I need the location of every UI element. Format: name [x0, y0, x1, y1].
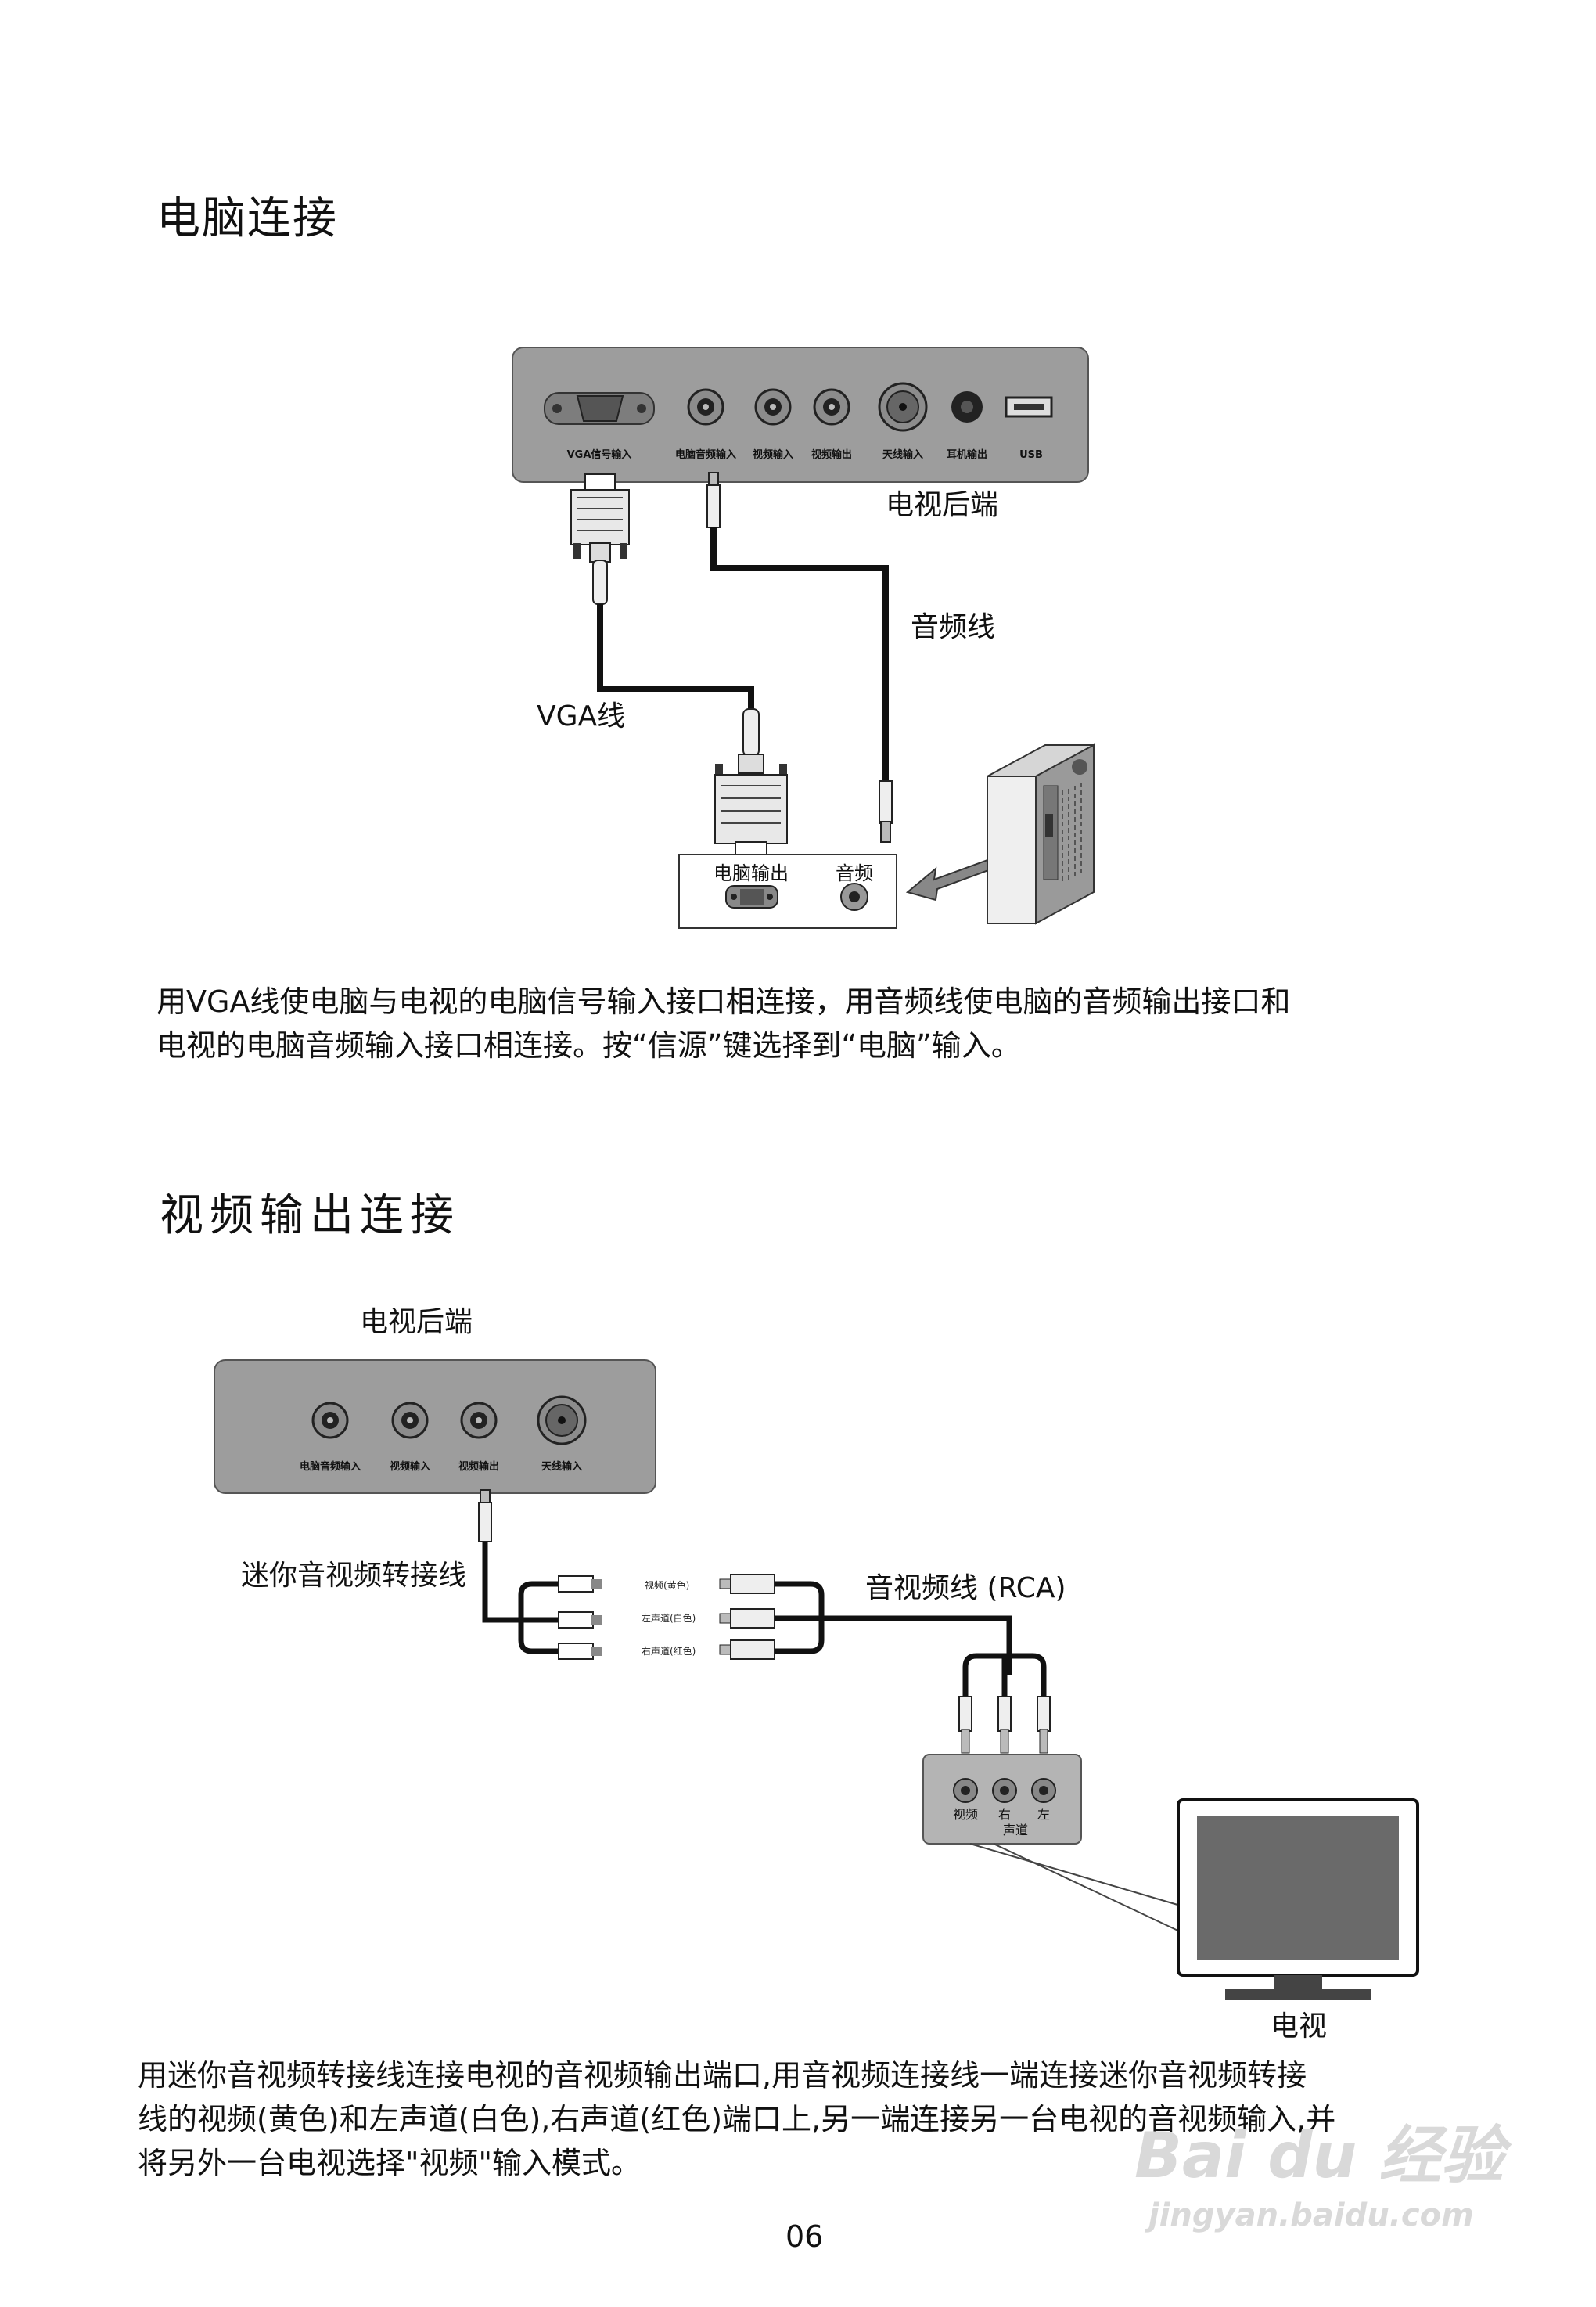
audio-cable [706, 472, 893, 843]
rca-label-video: 视频(黄色) [645, 1579, 689, 1591]
pc-output-label: 电脑输出 [714, 862, 789, 884]
antenna-jack-icon [878, 382, 928, 432]
vga-cable [570, 473, 788, 863]
pc-connection-paragraph: 用VGA线使电脑与电视的电脑信号输入接口相连接，用音频线使电脑的音频输出接口和 … [156, 980, 1290, 1067]
rca-label-left: 左声道(白色) [642, 1612, 696, 1624]
paragraph-line: 将另外一台电视选择"视频"输入模式。 [138, 2146, 641, 2180]
paragraph-line: 电视的电脑音频输入接口相连接。按“信源”键选择到“电脑”输入。 [156, 1028, 1021, 1063]
rca-cable [775, 1581, 1051, 1754]
tv-input-left: 左 [1037, 1807, 1050, 1822]
tv-input-channel: 声道 [1003, 1823, 1028, 1837]
tv-rear-label-2: 电视后端 [360, 1306, 473, 1338]
tv-input-labels: 视频 右 左 声道 [953, 1807, 1050, 1837]
headphone-jack-icon [951, 391, 983, 423]
mini-av-cable-label: 迷你音视频转接线 [241, 1560, 467, 1592]
port-label-video-in: 视频输入 [753, 448, 793, 461]
page-number: 06 [785, 2219, 824, 2254]
video-output-diagram: 电脑音频输入 视频输入 视频输出 天线输入 [214, 1359, 1419, 2000]
video-in-jack-icon [754, 388, 792, 426]
pc-audio-jack-icon [311, 1402, 349, 1439]
port-label-video-in-2: 视频输入 [390, 1460, 430, 1473]
port-label-pc-audio-2: 电脑音频输入 [300, 1460, 361, 1473]
port-label-usb: USB [1019, 449, 1043, 461]
tv-input-right: 右 [998, 1807, 1011, 1822]
antenna-jack-icon-2 [537, 1395, 587, 1445]
tv-input-video: 视频 [953, 1807, 978, 1822]
tv-icon [1177, 1798, 1419, 2000]
audio-jack-icon [687, 388, 724, 426]
tv-av-input-panel [922, 1754, 1082, 1845]
paragraph-line: 线的视频(黄色)和左声道(白色),右声道(红色)端口上,另一端连接另一台电视的音… [138, 2102, 1336, 2136]
pc-tower-icon [987, 743, 1095, 925]
baidu-watermark-url: jingyan.baidu.com [1148, 2197, 1474, 2233]
video-output-paragraph: 用迷你音视频转接线连接电视的音视频输出端口,用音视频连接线一端连接迷你音视频转接… [138, 2053, 1335, 2185]
section-title-video-output: 视频输出连接 [160, 1190, 460, 1241]
pc-output-panel [678, 854, 897, 929]
port-label-pc-audio: 电脑音频输入 [675, 448, 736, 461]
port-label-antenna-2: 天线输入 [541, 1460, 582, 1473]
port-label-antenna: 天线输入 [882, 448, 923, 461]
pc-connection-diagram: VGA信号输入 电脑音频输入 视频输入 视频输出 天线输入 耳机输出 USB [512, 347, 1095, 929]
baidu-watermark-logo: Bai du 经验 [1134, 2119, 1504, 2192]
port-label-video-out-2: 视频输出 [458, 1460, 499, 1473]
rca-right-connectors [719, 1574, 775, 1660]
rca-label-right: 右声道(红色) [642, 1645, 696, 1657]
port-label-video-out: 视频输出 [811, 448, 852, 461]
port-label-headphone: 耳机输出 [947, 448, 987, 461]
audio-cable-label: 音频线 [911, 611, 996, 643]
panel-port-labels: VGA信号输入 电脑音频输入 视频输入 视频输出 天线输入 耳机输出 USB [567, 448, 1043, 461]
rca-channel-labels: 视频(黄色) 左声道(白色) 右声道(红色) [642, 1579, 696, 1657]
tv-rear-panel [512, 347, 1089, 483]
rca-cable-label: 音视频线 (RCA) [865, 1572, 1066, 1604]
tv-label: 电视 [1271, 2010, 1328, 2042]
video-out-jack-icon-2 [460, 1402, 498, 1439]
pc-audio-label: 音频 [836, 862, 873, 884]
mini-av-cable [478, 1489, 559, 1654]
vga-cable-label: VGA线 [537, 700, 626, 732]
port-label-vga: VGA信号输入 [567, 448, 632, 461]
paragraph-line: 用VGA线使电脑与电视的电脑信号输入接口相连接，用音频线使电脑的音频输出接口和 [156, 984, 1291, 1019]
panel-port-labels-2: 电脑音频输入 视频输入 视频输出 天线输入 [300, 1460, 582, 1473]
tv-rear-label: 电视后端 [886, 489, 999, 521]
vga-port-icon [544, 392, 655, 425]
paragraph-line: 用迷你音视频转接线连接电视的音视频输出端口,用音视频连接线一端连接迷你音视频转接 [138, 2058, 1307, 2093]
video-out-jack-icon [813, 388, 850, 426]
section-title-pc-connection: 电脑连接 [156, 193, 338, 244]
tv-rear-panel-2 [214, 1359, 656, 1494]
rca-left-connectors [558, 1575, 602, 1660]
usb-port-icon [1005, 396, 1053, 418]
video-in-jack-icon-2 [391, 1402, 429, 1439]
